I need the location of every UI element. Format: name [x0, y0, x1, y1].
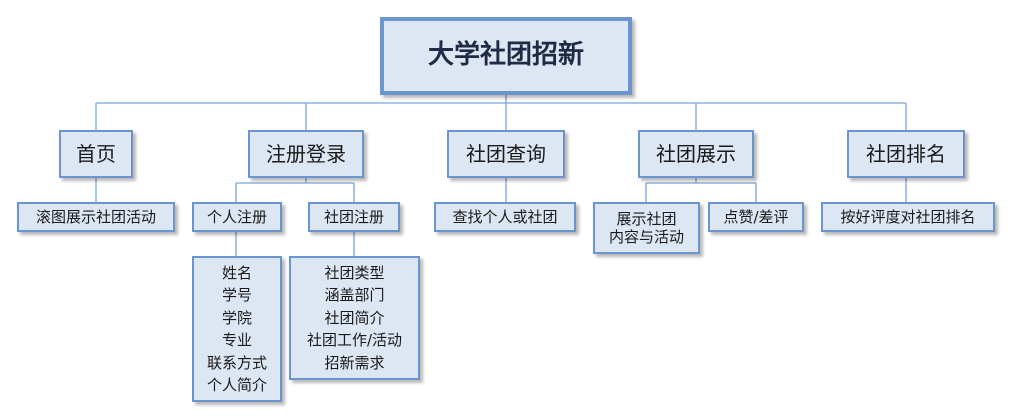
- section-club-search: 社团查询: [447, 130, 565, 178]
- section-label: 首页: [76, 142, 116, 166]
- field-item: 专业: [221, 331, 252, 349]
- node-label: 查找个人或社团: [452, 208, 558, 226]
- personal-register-fields: 姓名 学号 学院 专业 联系方式 个人简介: [192, 256, 282, 402]
- field-item: 联系方式: [206, 353, 267, 372]
- field-item: 社团工作/活动: [306, 331, 403, 350]
- section-label: 社团展示: [656, 142, 736, 166]
- node-label-line: 展示社团: [616, 210, 677, 228]
- node-like-dislike: 点赞/差评: [708, 202, 804, 232]
- field-item: 学号: [221, 286, 252, 304]
- field-item: 招新需求: [324, 353, 385, 372]
- section-home: 首页: [59, 130, 133, 178]
- node-carousel-activities: 滚图展示社团活动: [17, 202, 175, 232]
- node-label: 按好评度对社团排名: [840, 208, 976, 226]
- section-label: 注册登录: [266, 142, 346, 166]
- root-label: 大学社团招新: [427, 40, 584, 71]
- node-label: 滚图展示社团活动: [35, 208, 156, 226]
- section-label: 社团查询: [466, 142, 546, 166]
- section-club-ranking: 社团排名: [847, 130, 965, 178]
- section-club-showcase: 社团展示: [638, 130, 754, 178]
- node-rank-by-rating: 按好评度对社团排名: [821, 202, 995, 232]
- node-label: 个人注册: [206, 208, 267, 226]
- field-item: 社团简介: [324, 308, 385, 327]
- node-club-register: 社团注册: [308, 202, 400, 232]
- node-label: 社团注册: [323, 208, 384, 226]
- node-label: 点赞/差评: [723, 208, 789, 226]
- field-item: 学院: [221, 308, 252, 327]
- field-item: 社团类型: [324, 263, 385, 282]
- field-item: 个人简介: [206, 376, 267, 394]
- section-register-login: 注册登录: [248, 130, 364, 178]
- field-item: 涵盖部门: [324, 286, 385, 305]
- node-showcase-content: 展示社团 内容与活动: [593, 202, 700, 254]
- field-item: 姓名: [221, 263, 252, 282]
- club-register-fields: 社团类型 涵盖部门 社团简介 社团工作/活动 招新需求: [289, 256, 420, 380]
- node-find-person-or-club: 查找个人或社团: [434, 202, 576, 232]
- node-label-line: 内容与活动: [608, 228, 684, 246]
- node-personal-register: 个人注册: [192, 202, 282, 232]
- root-node: 大学社团招新: [380, 17, 632, 95]
- section-label: 社团排名: [866, 142, 946, 166]
